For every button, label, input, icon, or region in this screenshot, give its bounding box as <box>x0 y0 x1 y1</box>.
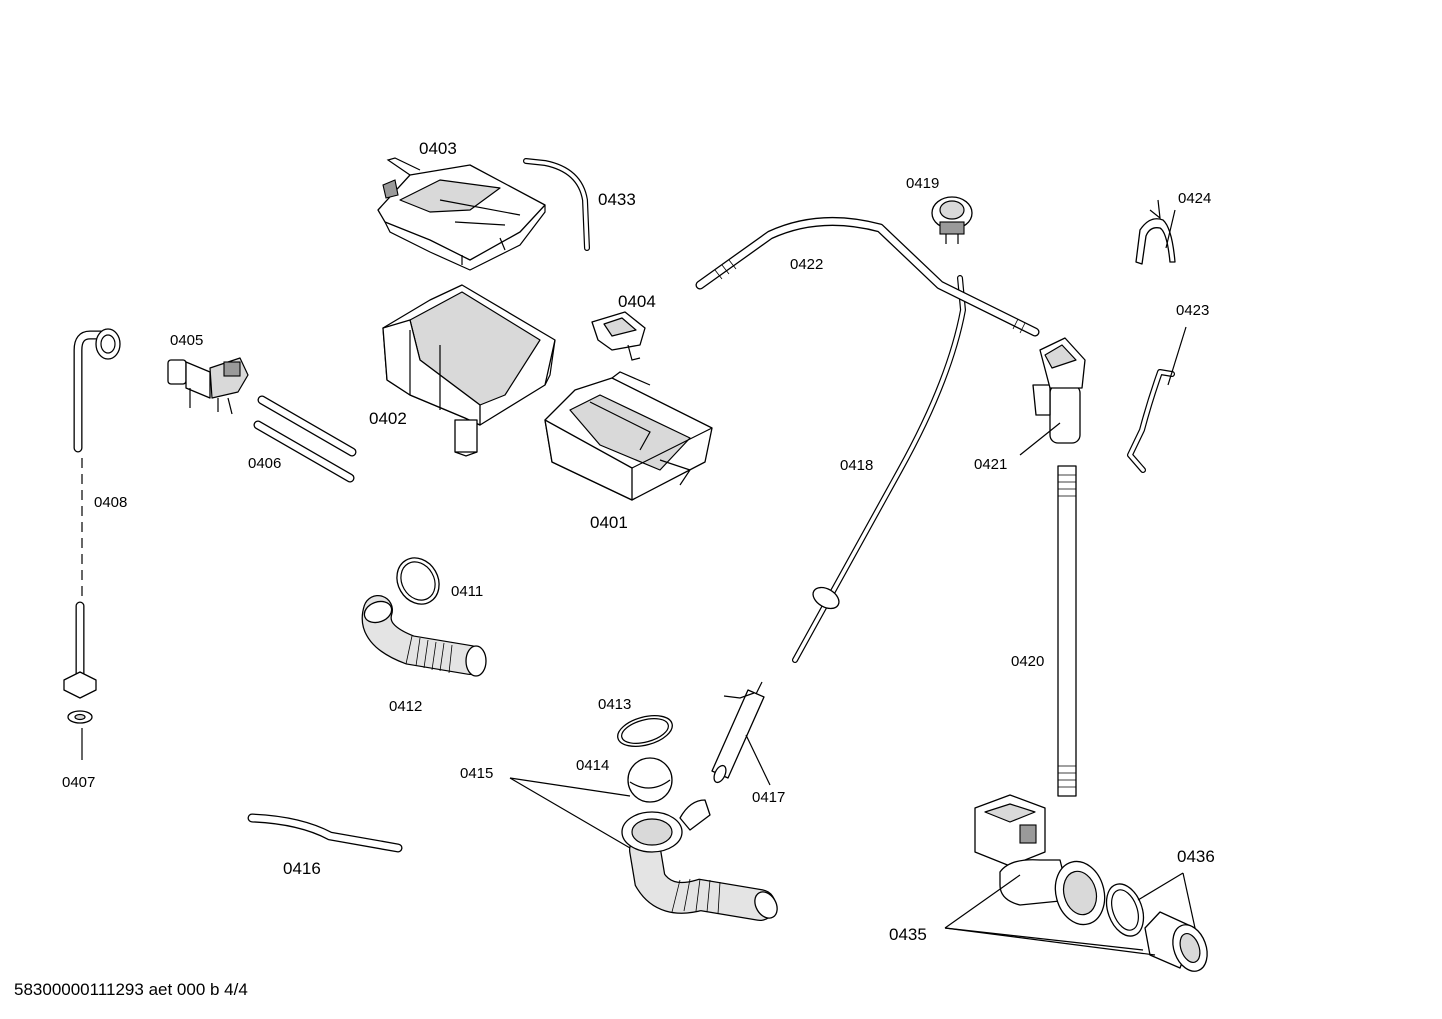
label-0420: 0420 <box>1011 653 1044 670</box>
part-0412-corrugated-hose <box>361 595 487 677</box>
leader-lines <box>509 209 1196 956</box>
part-labels: 0403 0433 0404 0402 0401 0405 0406 0408 … <box>62 139 1215 944</box>
label-0436: 0436 <box>1177 847 1215 866</box>
part-0403-drawer-cover <box>377 157 546 271</box>
label-0406: 0406 <box>248 455 281 472</box>
part-0435-drain-pump <box>974 794 1106 926</box>
label-0418: 0418 <box>840 457 873 474</box>
part-0424-clip <box>1135 199 1176 265</box>
label-0415: 0415 <box>460 765 493 782</box>
label-0423: 0423 <box>1176 302 1209 319</box>
part-0423-rod <box>1127 369 1175 473</box>
part-0436-ring-filter <box>1105 883 1208 972</box>
part-0433-bent-tube <box>523 158 590 251</box>
part-0422-hose <box>695 217 1040 337</box>
part-0417-tube <box>711 681 765 784</box>
label-0412: 0412 <box>389 698 422 715</box>
part-0414-ball <box>627 757 673 803</box>
label-0401: 0401 <box>590 513 628 532</box>
label-0419: 0419 <box>906 175 939 192</box>
label-0421: 0421 <box>974 456 1007 473</box>
part-0415-sump-hose <box>621 799 778 921</box>
part-0408-inlet-hose <box>63 328 121 699</box>
label-0416: 0416 <box>283 859 321 878</box>
document-footer-code: 58300000111293 aet 000 b 4/4 <box>14 980 248 999</box>
part-0406-tubes <box>253 395 357 483</box>
label-0433: 0433 <box>598 190 636 209</box>
part-0411-ring <box>396 557 440 605</box>
label-0411: 0411 <box>451 583 483 600</box>
label-0408: 0408 <box>94 494 127 511</box>
part-0419-pressure-switch <box>931 196 973 244</box>
label-0424: 0424 <box>1178 190 1211 207</box>
label-0422: 0422 <box>790 256 823 273</box>
label-0435: 0435 <box>889 925 927 944</box>
part-0405-valve <box>167 357 249 415</box>
label-0417: 0417 <box>752 789 785 806</box>
part-0402-drawer-housing <box>382 284 556 457</box>
part-0416-hose <box>247 813 403 853</box>
label-0402: 0402 <box>369 409 407 428</box>
part-0420-hose <box>1057 465 1077 797</box>
part-0407-washer <box>67 710 93 760</box>
label-0403: 0403 <box>419 139 457 158</box>
part-0421-air-chamber <box>1032 337 1086 444</box>
label-0407: 0407 <box>62 774 95 791</box>
part-0401-detergent-drawer <box>544 371 713 501</box>
label-0404: 0404 <box>618 292 656 311</box>
label-0405: 0405 <box>170 332 203 349</box>
label-0414: 0414 <box>576 757 609 774</box>
label-0413: 0413 <box>598 696 631 713</box>
part-0404-bracket <box>591 311 646 361</box>
part-0418-long-hose <box>792 275 966 663</box>
part-0413-ring <box>617 715 673 747</box>
